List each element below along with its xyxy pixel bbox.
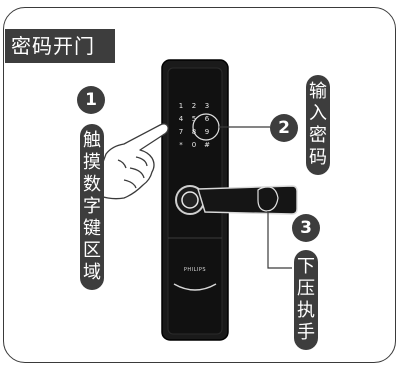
page-title: 密码开门 xyxy=(5,29,115,63)
step-3-label: 下 压 执 手 xyxy=(294,250,318,350)
key-1: 1 xyxy=(179,102,183,110)
step-1-circle: 1 xyxy=(77,86,105,114)
key-0: 0 xyxy=(192,141,196,149)
finger-pointing-hand-icon xyxy=(93,123,169,200)
key-2: 2 xyxy=(192,102,196,110)
key-hash: # xyxy=(204,141,210,149)
lock-handle xyxy=(175,185,298,215)
key-7: 7 xyxy=(179,128,183,136)
step3-leader-line xyxy=(267,211,292,269)
brand-curve xyxy=(173,283,217,291)
step-1-label: 触 摸 数 字 键 区 域 xyxy=(80,124,104,290)
step-3-circle: 3 xyxy=(292,214,320,242)
key-6: 6 xyxy=(205,115,210,123)
diagram-frame xyxy=(3,7,396,363)
key-4: 4 xyxy=(179,115,184,123)
brand-logo: PHILIPS xyxy=(184,267,206,273)
key-5: 5 xyxy=(192,115,196,123)
key-star: * xyxy=(179,141,183,149)
step-2-circle: 2 xyxy=(270,114,298,142)
key-9: 9 xyxy=(205,128,209,136)
key-3: 3 xyxy=(205,102,209,110)
step-2-label: 输 入 密 码 xyxy=(306,75,330,175)
